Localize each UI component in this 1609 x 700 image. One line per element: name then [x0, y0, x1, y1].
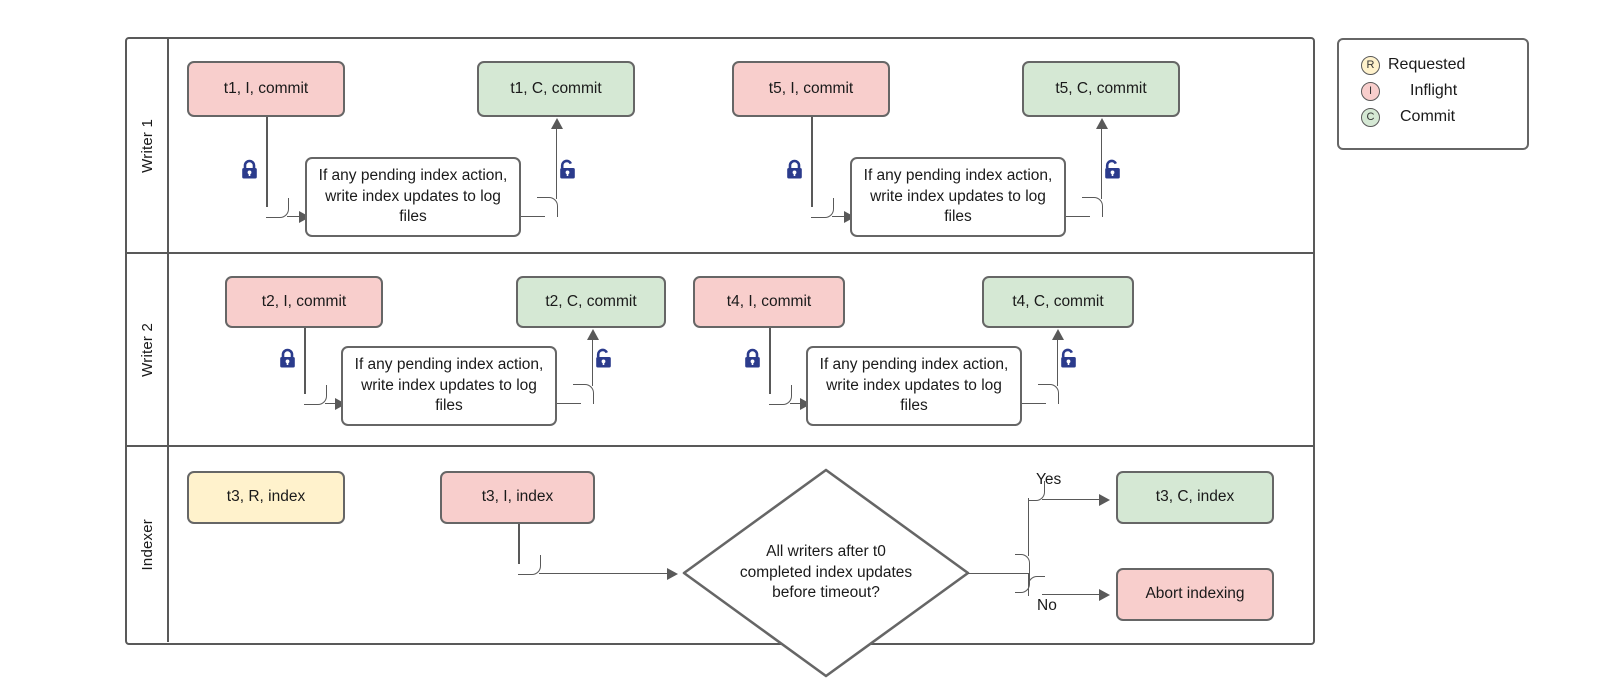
arrow-no-to-abort: [1099, 588, 1110, 601]
node-abort-indexing[interactable]: Abort indexing: [1116, 568, 1274, 621]
lane-label-writer-1: Writer 1: [138, 118, 156, 173]
arrow-t1-to-process: [299, 210, 310, 223]
legend-item-commit: C Commit: [1361, 104, 1527, 130]
lane-header-writer-2: Writer 2: [127, 254, 169, 445]
legend-item-inflight: I Inflight: [1361, 78, 1527, 104]
node-writer1-process-2[interactable]: If any pending index action, write index…: [850, 157, 1066, 237]
connector-yes-to-commit: [1042, 498, 1106, 501]
lane-body-writer-2: t2, I, commit If any pending index actio…: [169, 254, 1313, 445]
arrow-writer1-to-t1-commit: [550, 118, 563, 129]
connector-yes-elbow: [1015, 554, 1030, 574]
connector-writer1-proc2-out: [1066, 215, 1090, 218]
node-t1-commit[interactable]: t1, C, commit: [477, 61, 635, 117]
branch-label-no: No: [1037, 597, 1057, 614]
connector-t1-drop: [266, 117, 268, 207]
node-t3-commit[interactable]: t3, C, index: [1116, 471, 1274, 524]
connector-t3-drop: [518, 524, 520, 564]
node-t3-requested[interactable]: t3, R, index: [187, 471, 345, 524]
connector-t1-elbow: [266, 198, 289, 218]
connector-writer2-proc1-rise: [591, 340, 594, 386]
connector-writer1-proc2-elbow: [1082, 197, 1103, 217]
lane-body-indexer: t3, R, index t3, I, index All writers af…: [169, 447, 1313, 678]
connector-t2-drop: [304, 328, 306, 394]
connector-writer1-proc1-out: [521, 215, 545, 218]
connector-writer2-proc1-elbow: [573, 384, 594, 404]
lane-label-indexer: Indexer: [138, 518, 156, 571]
connector-t3-elbow: [518, 555, 541, 575]
connector-t4-drop: [769, 328, 771, 394]
connector-writer2-proc1-out: [557, 402, 581, 405]
arrow-yes-to-commit: [1099, 493, 1110, 506]
arrow-writer1-to-t5-commit: [1095, 118, 1108, 129]
connector-t5-elbow: [811, 198, 834, 218]
lane-indexer: Indexer t3, R, index t3, I, index: [127, 445, 1313, 678]
connector-no-to-abort: [1042, 593, 1106, 596]
node-decision-diamond[interactable]: All writers after t0 completed index upd…: [680, 466, 972, 680]
connector-t5-to-process: [832, 215, 846, 218]
legend-label-commit: Commit: [1400, 108, 1456, 125]
connector-writer2-proc2-elbow: [1038, 384, 1059, 404]
lock-open-icon-writer2-t2: [593, 348, 614, 370]
lane-body-writer-1: t1, I, commit If any pending index: [169, 39, 1313, 252]
connector-writer1-proc1-rise: [555, 129, 558, 199]
connector-t5-drop: [811, 117, 813, 207]
connector-t4-to-process: [790, 402, 802, 405]
arrow-t4-to-process: [800, 397, 811, 410]
lock-closed-icon-writer1-t5: [784, 159, 805, 181]
legend-item-requested: R Requested: [1361, 52, 1527, 78]
lane-label-writer-2: Writer 2: [138, 322, 156, 377]
lane-header-writer-1: Writer 1: [127, 39, 169, 252]
lock-open-icon-writer1-t1: [557, 159, 578, 181]
arrow-writer2-to-t4-commit: [1051, 329, 1064, 340]
node-t5-inflight[interactable]: t5, I, commit: [732, 61, 890, 117]
lane-writer-1: Writer 1 t1, I, commit: [127, 39, 1313, 252]
node-t4-commit[interactable]: t4, C, commit: [982, 276, 1134, 328]
badge-commit-icon: C: [1361, 107, 1380, 127]
connector-yes-elbow2: [1027, 481, 1045, 501]
lock-open-icon-writer1-t5: [1102, 159, 1123, 181]
legend-label-inflight: Inflight: [1410, 82, 1458, 99]
connector-writer2-proc2-rise: [1056, 340, 1059, 386]
node-writer2-process-2[interactable]: If any pending index action, write index…: [806, 346, 1022, 426]
badge-requested-icon: R: [1361, 55, 1380, 75]
connector-writer1-proc1-elbow: [537, 197, 558, 217]
arrow-t5-to-process: [844, 210, 855, 223]
lane-writer-2: Writer 2 t2, I, commit If any: [127, 252, 1313, 445]
node-t4-inflight[interactable]: t4, I, commit: [693, 276, 845, 328]
legend-box: R Requested I Inflight C Commit: [1337, 38, 1529, 150]
lock-closed-icon-writer1-t1: [239, 159, 260, 181]
connector-diamond-out: [968, 572, 1028, 575]
node-t5-commit[interactable]: t5, C, commit: [1022, 61, 1180, 117]
arrow-t2-to-process: [335, 397, 346, 410]
connector-writer2-proc2-out: [1022, 402, 1046, 405]
legend-label-requested: Requested: [1388, 56, 1466, 73]
badge-inflight-icon: I: [1361, 81, 1380, 101]
lane-header-indexer: Indexer: [127, 447, 169, 642]
lock-closed-icon-writer2-t2: [277, 348, 298, 370]
node-writer2-process-1[interactable]: If any pending index action, write index…: [341, 346, 557, 426]
arrow-t3-to-diamond: [667, 567, 678, 580]
node-t2-inflight[interactable]: t2, I, commit: [225, 276, 383, 328]
connector-t1-to-process: [287, 215, 301, 218]
connector-t2-elbow: [304, 385, 327, 405]
connector-no-elbow2: [1027, 576, 1045, 596]
connector-yes-rise: [1027, 498, 1030, 556]
connector-t3-to-diamond: [539, 572, 674, 575]
node-t2-commit[interactable]: t2, C, commit: [516, 276, 666, 328]
connector-t2-to-process: [325, 402, 337, 405]
node-t1-inflight[interactable]: t1, I, commit: [187, 61, 345, 117]
connector-writer1-proc2-rise: [1100, 129, 1103, 199]
node-writer1-process-1[interactable]: If any pending index action, write index…: [305, 157, 521, 237]
swimlane-pool: Writer 1 t1, I, commit: [125, 37, 1315, 678]
lock-closed-icon-writer2-t4: [742, 348, 763, 370]
branch-label-yes: Yes: [1036, 471, 1062, 488]
lock-open-icon-writer2-t4: [1058, 348, 1079, 370]
decision-label: All writers after t0 completed index upd…: [739, 542, 913, 602]
arrow-writer2-to-t2-commit: [586, 329, 599, 340]
connector-t4-elbow: [769, 385, 792, 405]
node-t3-inflight[interactable]: t3, I, index: [440, 471, 595, 524]
